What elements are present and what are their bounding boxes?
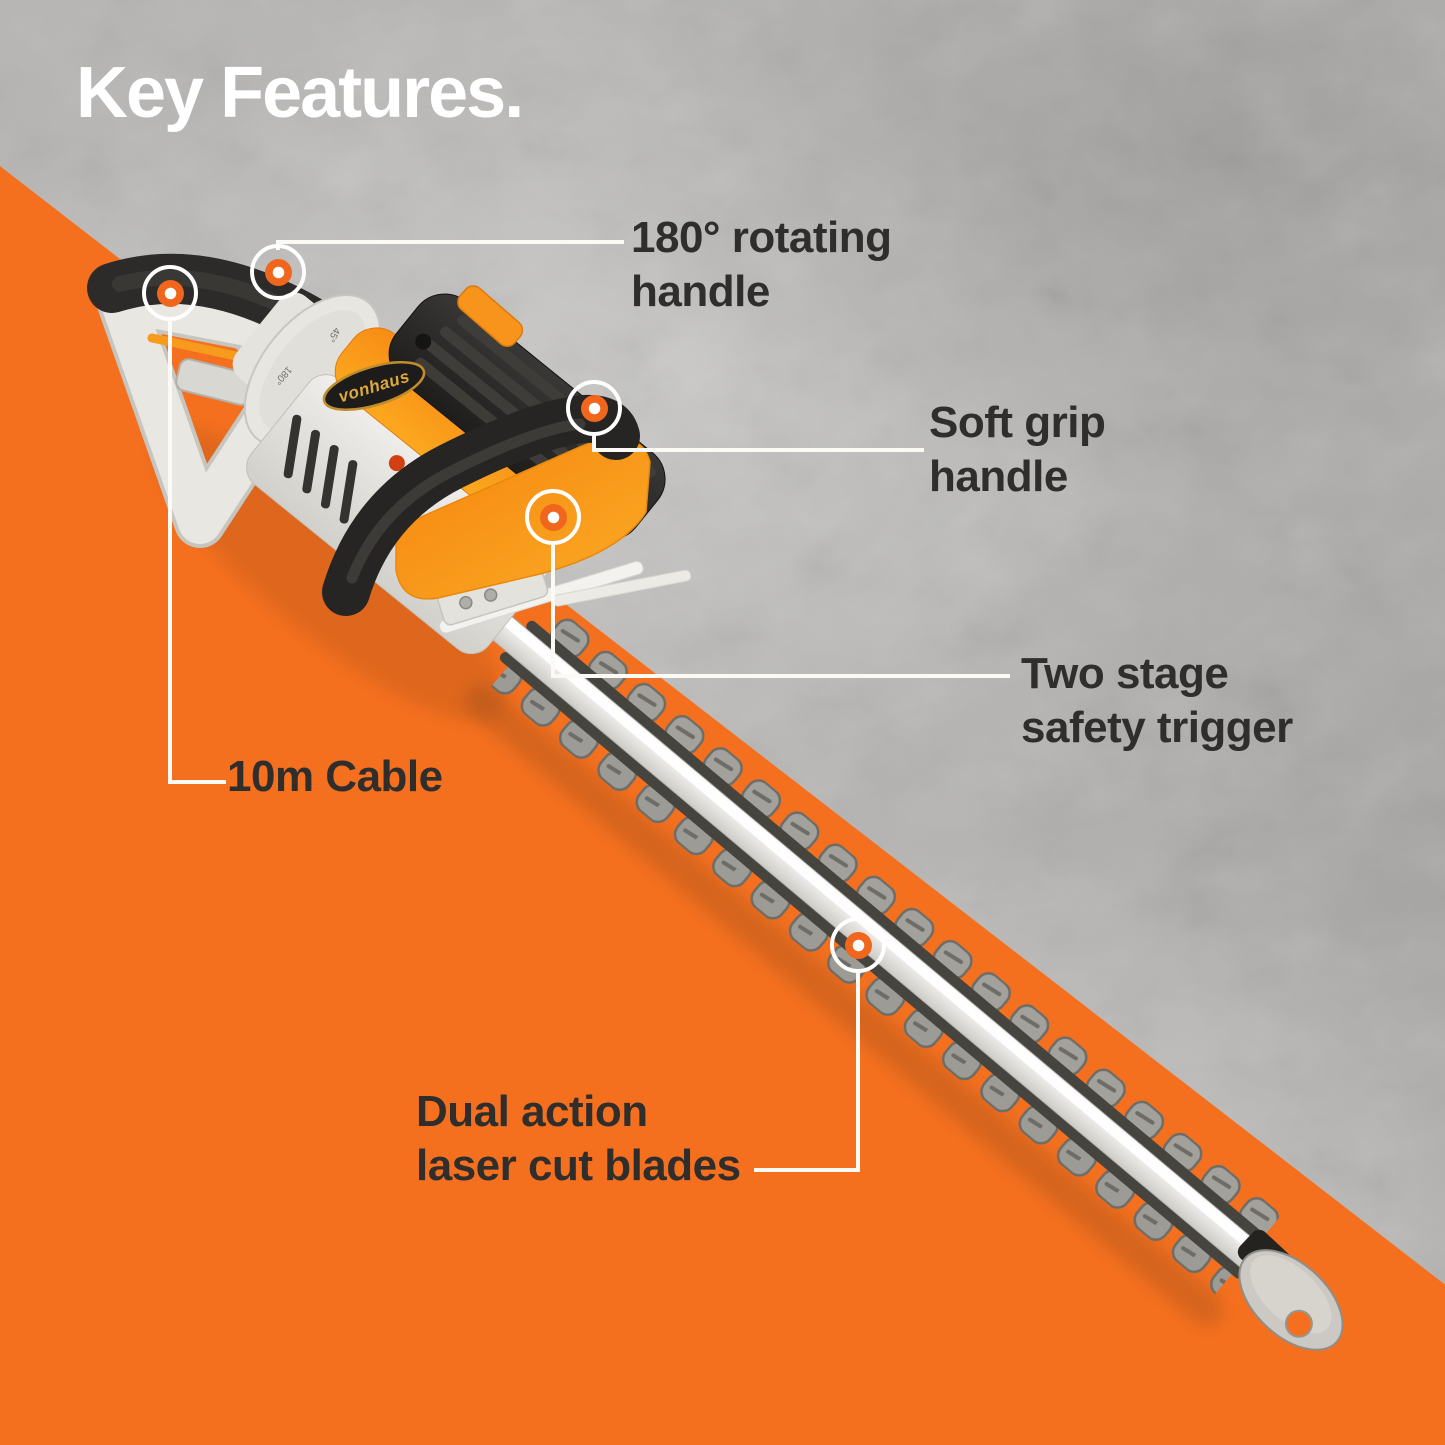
callout-marker-soft-grip	[566, 380, 622, 436]
page-title: Key Features.	[76, 53, 524, 133]
tip-plate-hole	[1284, 1309, 1313, 1338]
blade-tip-plate	[1237, 1229, 1344, 1351]
callout-label-line: laser cut blades	[416, 1141, 741, 1190]
callout-label-line: 10m Cable	[227, 752, 443, 801]
callout-label-soft-grip: Soft grip handle	[929, 396, 1106, 504]
callout-line-cable-h	[168, 780, 226, 784]
callout-label-rotating-handle: 180° rotating handle	[631, 211, 892, 319]
callout-line-trigger-v	[551, 543, 555, 678]
callout-line-softgrip-v	[592, 432, 596, 452]
callout-label-cable: 10m Cable	[227, 750, 443, 804]
marker-dot-icon	[580, 394, 608, 422]
callout-label-line: handle	[929, 452, 1068, 501]
callout-label-line: Dual action	[416, 1087, 648, 1136]
cooling-vents	[283, 414, 358, 524]
marker-dot-icon	[264, 258, 292, 286]
callout-line-blades-h	[754, 1168, 860, 1172]
band-screw	[388, 455, 405, 472]
callout-label-blades: Dual action laser cut blades	[416, 1085, 741, 1193]
rotation-release-button	[457, 285, 524, 347]
callout-marker-cable	[142, 265, 198, 321]
callout-label-line: handle	[631, 267, 770, 316]
marker-dot-icon	[156, 279, 184, 307]
callout-marker-rotating-handle	[250, 244, 306, 300]
marker-dot-icon	[539, 503, 567, 531]
callout-label-safety-trigger: Two stage safety trigger	[1021, 647, 1293, 755]
callout-marker-blades	[830, 917, 886, 973]
callout-label-line: 180° rotating	[631, 213, 892, 262]
callout-marker-safety-trigger	[525, 489, 581, 545]
callout-line-blades-v	[856, 971, 860, 1172]
callout-line-trigger-h	[551, 674, 1010, 678]
callout-label-line: Two stage	[1021, 649, 1229, 698]
callout-label-line: safety trigger	[1021, 703, 1293, 752]
callout-line-cable-v	[168, 317, 172, 784]
callout-line-rotating-h	[276, 240, 624, 244]
marker-dot-icon	[844, 931, 872, 959]
callout-line-softgrip-h	[592, 448, 924, 452]
callout-label-line: Soft grip	[929, 398, 1106, 447]
